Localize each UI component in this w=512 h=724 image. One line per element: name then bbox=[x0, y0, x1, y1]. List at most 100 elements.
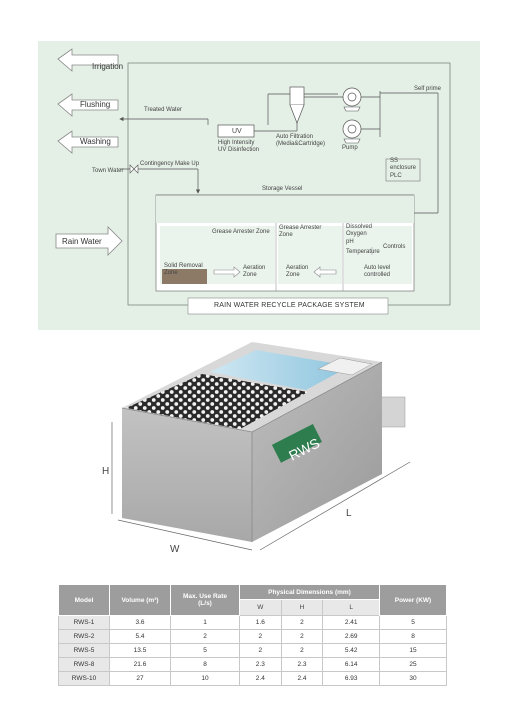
controls-label: Controls bbox=[383, 244, 406, 250]
process-lines bbox=[55, 48, 451, 315]
tank-front-face bbox=[122, 408, 252, 542]
cell-l: 2.69 bbox=[322, 629, 380, 644]
dim-h-label: H bbox=[102, 466, 110, 477]
filter-caption-2: (Media&Cartridge) bbox=[276, 141, 326, 147]
valve-icon bbox=[129, 164, 139, 174]
cell-rate: 2 bbox=[170, 629, 240, 644]
solid-removal-label-2: Zone bbox=[164, 270, 178, 276]
temperature-label: Temperature bbox=[346, 249, 380, 255]
grease-zone-label-2a: Grease Arrester bbox=[279, 225, 322, 231]
pump-icon bbox=[342, 87, 362, 144]
uv-label: UV bbox=[232, 128, 242, 135]
solid-removal-block bbox=[162, 269, 207, 284]
cell-rate: 1 bbox=[170, 615, 240, 630]
storage-vessel-label: Storage Vessel bbox=[262, 186, 303, 192]
dim-w-line bbox=[117, 519, 253, 551]
cell-l: 6.93 bbox=[322, 671, 380, 686]
table-row: RWS-2 5.4 2 2 2 2.69 8 bbox=[58, 629, 447, 644]
header-power: Power (KW) bbox=[379, 584, 447, 616]
irrigation-arrow-icon bbox=[57, 48, 119, 72]
cell-power: 30 bbox=[379, 671, 447, 686]
pump-label: Pump bbox=[342, 145, 358, 151]
cell-h: 2 bbox=[280, 643, 324, 658]
flow-arrow-left-icon bbox=[313, 266, 337, 278]
cell-w: 2.3 bbox=[239, 657, 282, 672]
header-use-rate-line1: Max. Use Rate bbox=[182, 593, 228, 600]
cell-h: 2 bbox=[280, 629, 324, 644]
cell-power: 25 bbox=[379, 657, 447, 672]
aeration-label-2a: Aeration bbox=[286, 265, 309, 271]
dim-w-label: W bbox=[170, 544, 180, 555]
spec-table: Model Volume (m³) Max. Use Rate (L/s) Ph… bbox=[58, 584, 447, 686]
cell-model: RWS-2 bbox=[58, 629, 110, 644]
flow-arrow-right-icon bbox=[213, 266, 241, 278]
cell-model: RWS-8 bbox=[58, 657, 110, 672]
grease-zone-label-2b: Zone bbox=[279, 232, 293, 238]
ss-enclosure bbox=[385, 158, 421, 182]
cell-l: 6.14 bbox=[322, 657, 380, 672]
aeration-label-1a: Aeration bbox=[243, 265, 266, 271]
ss-label-2: enclosure bbox=[390, 165, 417, 171]
cell-power: 15 bbox=[379, 643, 447, 658]
header-l: L bbox=[322, 599, 380, 616]
ss-label-1: SS bbox=[390, 158, 399, 164]
auto-level-label-2: controlled bbox=[364, 272, 391, 278]
cell-volume: 27 bbox=[109, 671, 171, 686]
header-physical: Physical Dimensions (mm) bbox=[239, 584, 380, 600]
filter-icon bbox=[289, 86, 305, 131]
cell-rate: 10 bbox=[170, 671, 240, 686]
header-use-rate-line2: (L/s) bbox=[198, 600, 212, 607]
header-use-rate: Max. Use Rate (L/s) bbox=[170, 584, 240, 616]
rain-water-label: Rain Water bbox=[62, 237, 102, 246]
header-h: H bbox=[280, 599, 324, 616]
cell-w: 1.6 bbox=[239, 615, 282, 630]
cell-volume: 3.6 bbox=[109, 615, 171, 630]
water-surface bbox=[210, 350, 350, 390]
header-volume: Volume (m³) bbox=[109, 584, 171, 616]
cell-volume: 21.6 bbox=[109, 657, 171, 672]
header-w: W bbox=[239, 599, 282, 616]
auto-level-label-1: Auto level bbox=[364, 265, 391, 271]
cell-power: 5 bbox=[379, 615, 447, 630]
cell-model: RWS-1 bbox=[58, 615, 110, 630]
ph-label: pH bbox=[346, 239, 354, 245]
process-diagram: Irrigation Flushing Washing Treated Wate… bbox=[38, 41, 480, 330]
cell-volume: 5.4 bbox=[109, 629, 171, 644]
title-box bbox=[187, 297, 389, 315]
table-row: RWS-8 21.6 8 2.3 2.3 6.14 25 bbox=[58, 657, 447, 672]
cell-l: 5.42 bbox=[322, 643, 380, 658]
filter-caption-1: Auto Filtration bbox=[276, 134, 314, 140]
cell-power: 8 bbox=[379, 629, 447, 644]
dissolved-label-1: Dissolved bbox=[346, 224, 373, 230]
solid-removal-label-1: Solid Removal bbox=[164, 263, 203, 269]
cell-h: 2.4 bbox=[280, 671, 324, 686]
washing-arrow-icon bbox=[57, 130, 119, 154]
dim-l-label: L bbox=[346, 508, 352, 519]
cell-w: 2.4 bbox=[239, 671, 282, 686]
uv-caption-2: UV Disinfection bbox=[218, 147, 260, 153]
control-box bbox=[317, 357, 373, 376]
tank-side-face bbox=[252, 362, 382, 542]
self-prime-label: Self prime bbox=[414, 86, 442, 92]
cell-rate: 8 bbox=[170, 657, 240, 672]
rain-water-arrow-icon bbox=[55, 226, 123, 256]
aeration-label-2b: Zone bbox=[286, 272, 300, 278]
dim-l-line bbox=[259, 461, 411, 551]
table-row: RWS-10 27 10 2.4 2.4 6.93 30 bbox=[58, 671, 447, 686]
cell-w: 2 bbox=[239, 643, 282, 658]
diagram-title: RAIN WATER RECYCLE PACKAGE SYSTEM bbox=[214, 302, 365, 309]
uv-caption-1: High Intensity bbox=[218, 140, 255, 146]
plc-label: PLC bbox=[390, 173, 402, 179]
cell-h: 2 bbox=[280, 615, 324, 630]
flushing-arrow-icon bbox=[57, 93, 119, 117]
hex-media bbox=[126, 374, 308, 429]
contingency-label: Contingency Make Up bbox=[140, 161, 200, 167]
rws-badge bbox=[271, 424, 322, 463]
aeration-label-1b: Zone bbox=[243, 272, 257, 278]
cell-model: RWS-10 bbox=[58, 671, 110, 686]
header-model: Model bbox=[58, 584, 110, 616]
town-water-label: Town Water bbox=[92, 168, 124, 174]
table-row: RWS-1 3.6 1 1.6 2 2.41 5 bbox=[58, 615, 447, 630]
table-row: RWS-5 13.5 5 2 2 5.42 15 bbox=[58, 643, 447, 658]
cell-model: RWS-5 bbox=[58, 643, 110, 658]
